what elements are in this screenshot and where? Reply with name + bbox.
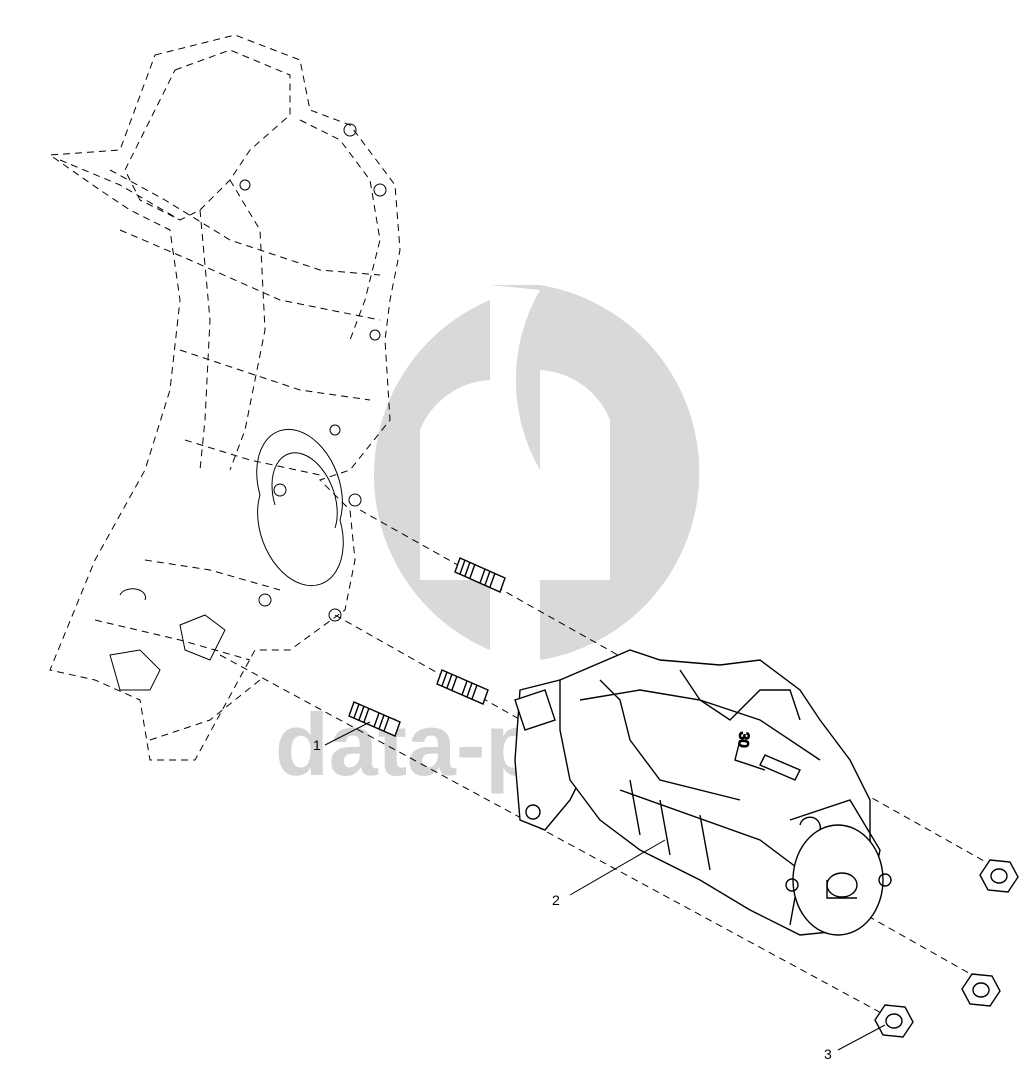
nut-upper (979, 859, 1019, 893)
stud-upper (454, 557, 506, 593)
starter-motor: 30 (514, 649, 892, 936)
leader-2 (569, 839, 666, 896)
stud-middle (436, 669, 489, 705)
leader-1 (324, 721, 371, 746)
callout-3: 3 (824, 1046, 832, 1062)
watermark-logo-right (540, 285, 700, 660)
callout-2: 2 (552, 892, 560, 908)
watermark-logo (490, 285, 540, 470)
leader-lines (324, 721, 886, 1051)
nut-middle (961, 973, 1001, 1007)
watermark-logo-left (373, 300, 490, 650)
nut-lower (874, 1004, 914, 1038)
starter-terminal-label: 30 (736, 731, 753, 748)
engine-housing (48, 34, 401, 761)
stud-lower (348, 701, 401, 737)
callout-1: 1 (313, 737, 321, 753)
leader-3 (837, 1024, 886, 1051)
